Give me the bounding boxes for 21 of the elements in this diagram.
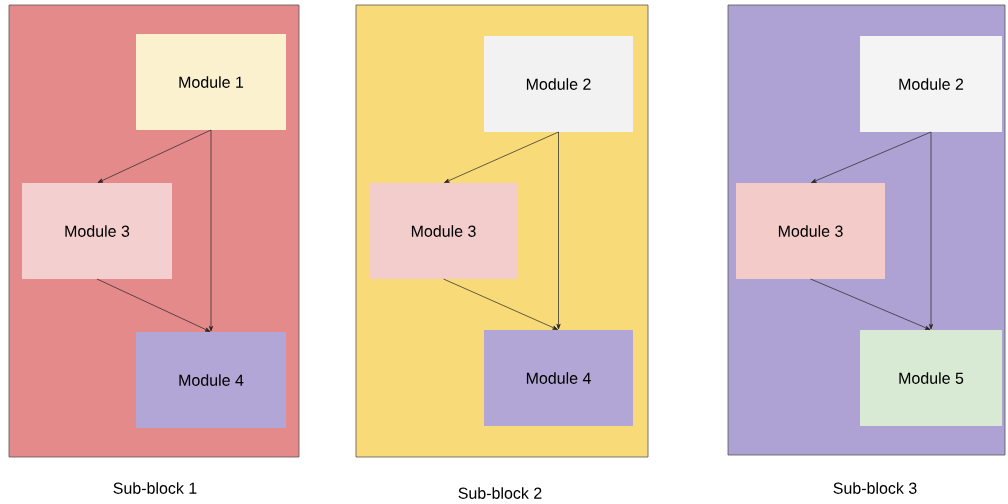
arrow	[811, 131, 932, 183]
arrow	[208, 129, 214, 332]
arrow	[443, 278, 558, 330]
panel-caption: Sub-block 3	[833, 482, 917, 494]
module-box: Module 3	[736, 183, 885, 279]
module-box: Module 3	[369, 183, 518, 279]
module-box: Module 2	[860, 36, 1002, 132]
arrow	[96, 278, 211, 332]
arrow	[444, 131, 559, 183]
arrow	[928, 131, 934, 330]
arrow	[810, 278, 931, 330]
panel-caption: Sub-block 2	[458, 487, 542, 499]
module-box: Module 5	[860, 330, 1002, 426]
module-box: Module 1	[136, 34, 286, 130]
module-box: Module 4	[484, 330, 633, 426]
module-box: Module 3	[22, 183, 172, 279]
module-box: Module 4	[136, 332, 286, 428]
arrow	[556, 131, 561, 330]
module-box: Module 2	[484, 36, 633, 132]
panel-caption: Sub-block 1	[113, 482, 197, 494]
arrow	[97, 129, 212, 183]
